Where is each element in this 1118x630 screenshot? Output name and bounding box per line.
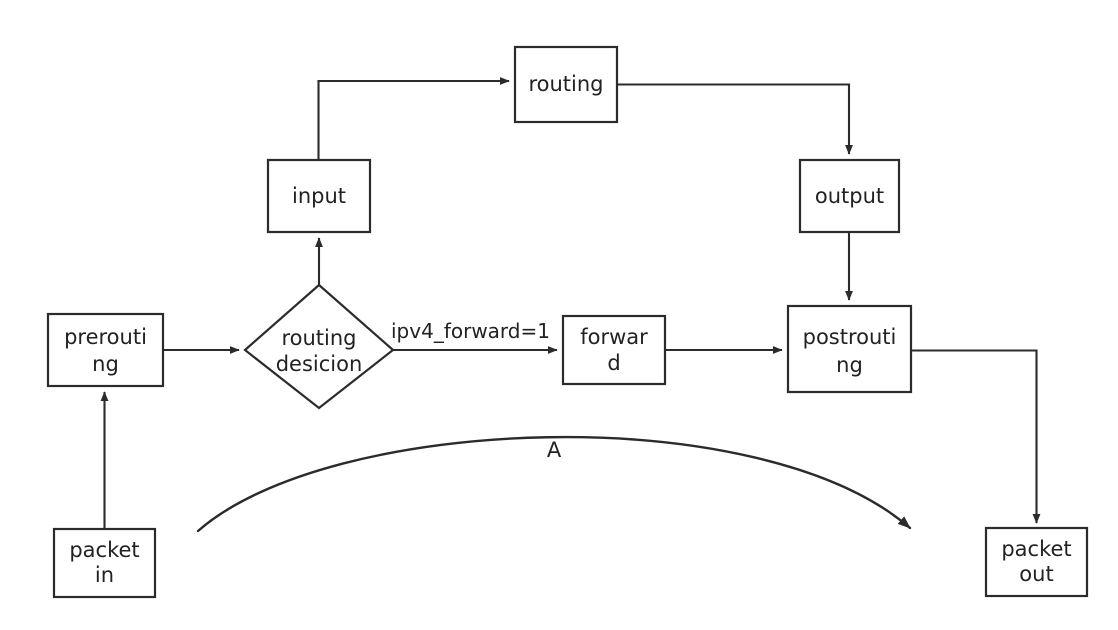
annotation-label-a: A (547, 438, 562, 462)
node-routing-decision-shape[interactable] (243, 283, 395, 410)
node-output-box[interactable] (798, 158, 901, 234)
node-prerouting[interactable]: prerouti ng (46, 312, 165, 388)
node-packet-out-label-line2: out (1019, 562, 1053, 586)
node-prerouting-box[interactable] (46, 312, 165, 388)
node-prerouting-label-line2: ng (92, 352, 119, 376)
node-routing-decision-label-line1: routing (281, 326, 356, 350)
node-input-label-line1: input (292, 184, 346, 208)
edge-input-to-routing (317, 77, 510, 160)
node-routing-decision[interactable]: routing desicion (243, 283, 395, 410)
node-packet-out-label-line1: packet (1001, 537, 1071, 561)
edge-postrouting-to-packet-out (911, 349, 1041, 524)
node-packet-out-box[interactable] (984, 526, 1089, 598)
node-output-label-line1: output (815, 184, 884, 208)
node-output[interactable]: output (798, 158, 901, 234)
node-packet-in-label-line2: in (95, 563, 114, 587)
node-postrouting-label-line2: ng (836, 353, 863, 377)
node-routing-decision-label-line2: desicion (276, 352, 363, 376)
node-input-box[interactable] (266, 158, 372, 234)
edge-routing-to-output (617, 83, 853, 155)
node-packet-in-label-line1: packet (69, 538, 139, 562)
node-packet-in[interactable]: packet in (52, 527, 157, 599)
node-postrouting[interactable]: postrouti ng (786, 304, 913, 394)
node-forward-label-line1: forwar (580, 325, 648, 349)
edge-label-ipv4-forward: ipv4_forward=1 (391, 319, 550, 343)
node-input[interactable]: input (266, 158, 372, 234)
node-packet-out[interactable]: packet out (984, 526, 1089, 598)
node-forward[interactable]: forwar d (561, 314, 667, 386)
node-forward-box[interactable] (561, 314, 667, 386)
node-packet-in-box[interactable] (52, 527, 157, 599)
node-postrouting-box[interactable] (786, 304, 913, 394)
node-routing-label-line1: routing (528, 72, 603, 96)
node-postrouting-label-line1: postrouti (803, 325, 897, 349)
node-prerouting-label-line1: prerouti (64, 325, 147, 349)
node-forward-label-line2: d (607, 351, 620, 375)
node-routing-box[interactable] (513, 45, 619, 124)
edge-curve-annotation-a (196, 435, 912, 533)
node-routing[interactable]: routing (513, 45, 619, 124)
